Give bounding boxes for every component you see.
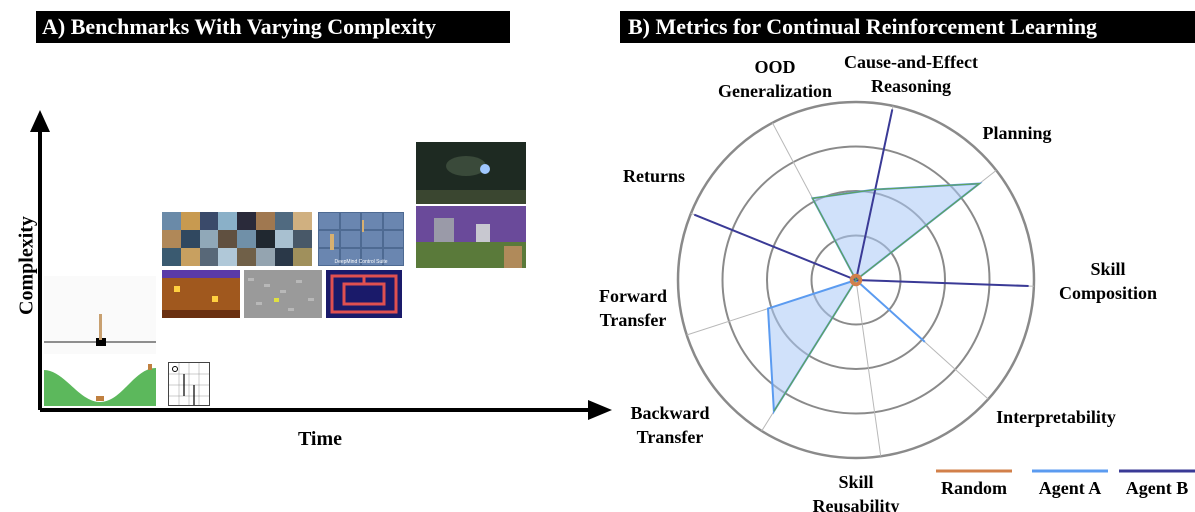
radar-ring bbox=[721, 145, 991, 415]
axis-label-ood-line2: Generalization bbox=[718, 81, 832, 101]
panel-a-title: A) Benchmarks With Varying Complexity bbox=[36, 11, 510, 43]
axis-label-cause-line1: Cause-and-Effect bbox=[844, 52, 978, 72]
radar-ring bbox=[676, 100, 1036, 460]
radar-series-random bbox=[851, 275, 861, 285]
radar-series-random-marker bbox=[849, 273, 863, 287]
axis-label-forward-line2: Transfer bbox=[600, 310, 667, 330]
axis-label-interp: Interpretability bbox=[996, 407, 1116, 427]
radar-ring bbox=[766, 190, 946, 370]
atari-game-1-thumbnail bbox=[162, 270, 240, 318]
axis-label-cause-line2: Reasoning bbox=[871, 76, 951, 96]
axis-label-planning: Planning bbox=[982, 123, 1051, 143]
mountain-car-thumbnail bbox=[44, 362, 156, 406]
legend-label-random: Random bbox=[941, 478, 1007, 498]
starcraft-thumbnail bbox=[416, 142, 526, 204]
procgen-mosaic-thumbnail bbox=[162, 212, 312, 266]
dm-control-suite-thumbnail: DeepMind Control Suite bbox=[318, 212, 404, 266]
legend-label-agent-a: Agent A bbox=[1039, 478, 1102, 498]
panel-b-title: B) Metrics for Continual Reinforcement L… bbox=[620, 11, 1195, 43]
cartpole-thumbnail bbox=[44, 276, 156, 354]
atari-game-2-thumbnail bbox=[244, 270, 322, 318]
radar-series-overlap bbox=[773, 182, 982, 412]
atari-game-3-thumbnail bbox=[326, 270, 402, 318]
axis-label-returns: Returns bbox=[623, 166, 685, 186]
dm-control-caption: DeepMind Control Suite bbox=[334, 259, 388, 265]
axis-label-forward-line1: Forward bbox=[599, 286, 667, 306]
axis-label-skill_reuse-line2: Reusability bbox=[812, 496, 899, 512]
legend-label-agent-b: Agent B bbox=[1126, 478, 1189, 498]
axis-label-skill_comp-line2: Composition bbox=[1059, 283, 1157, 303]
axis-label-backward-line1: Backward bbox=[630, 403, 709, 423]
radar-spoke bbox=[855, 279, 882, 457]
axis-label-backward-line2: Transfer bbox=[637, 427, 704, 447]
complexity-time-axes bbox=[30, 110, 612, 420]
axis-label-skill_reuse-line1: Skill bbox=[838, 472, 873, 492]
grid-world-thumbnail bbox=[168, 362, 210, 406]
axis-label-ood-line1: OOD bbox=[754, 57, 795, 77]
minecraft-thumbnail bbox=[416, 206, 526, 268]
axis-label-skill_comp-line1: Skill bbox=[1090, 259, 1125, 279]
time-axis-label: Time bbox=[297, 428, 343, 450]
